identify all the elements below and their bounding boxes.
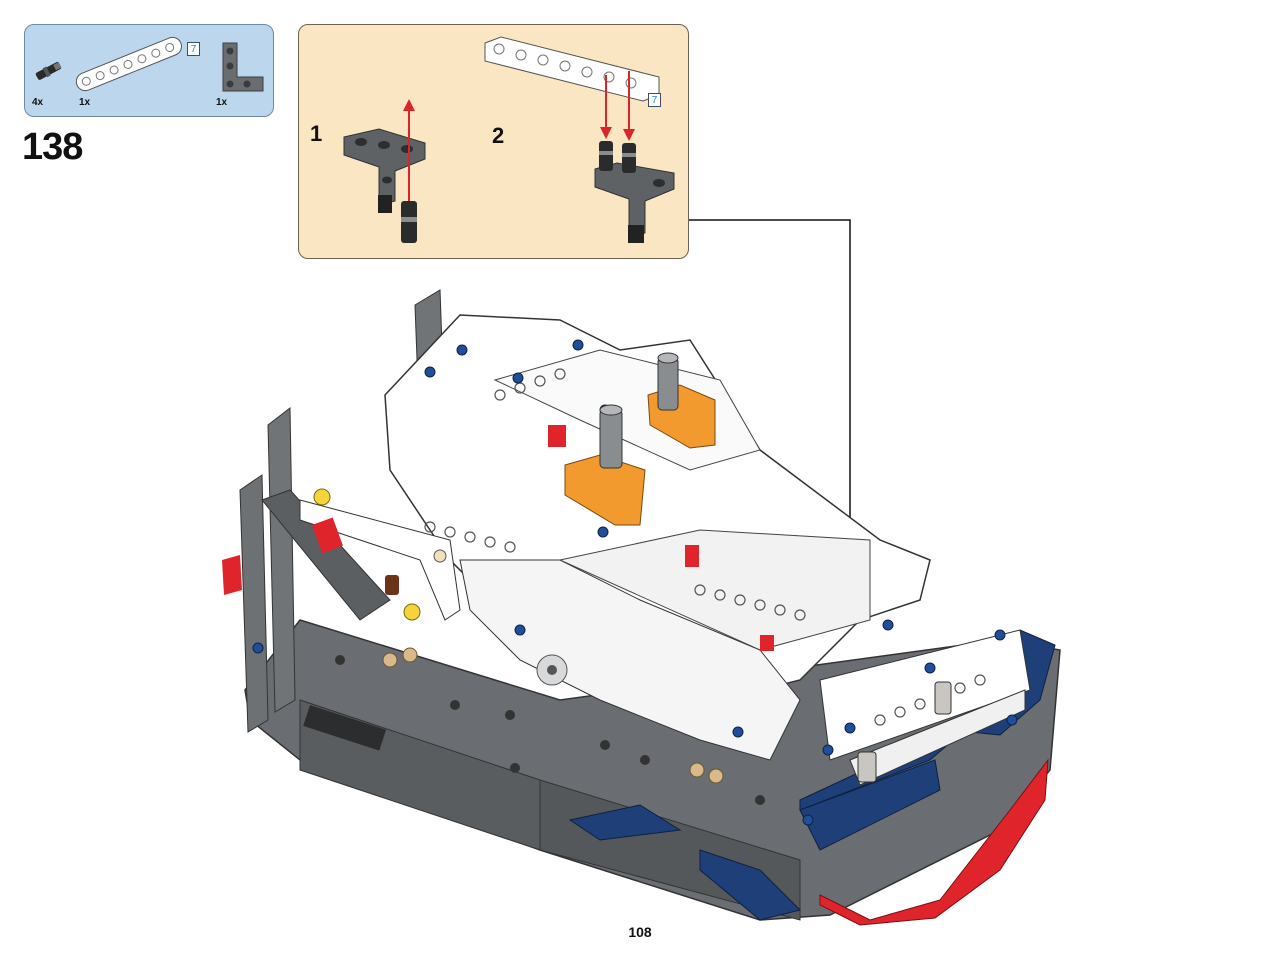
t-liftarm-grey-icon bbox=[222, 42, 264, 92]
front-bumper bbox=[222, 555, 1056, 926]
length-badge: 7 bbox=[648, 93, 661, 107]
part-qty-t-liftarm: 1x bbox=[216, 97, 228, 108]
orange-connectors bbox=[564, 352, 716, 526]
length-badge: 7 bbox=[187, 42, 200, 56]
callout-art bbox=[343, 36, 675, 243]
subassembly-callout: 1 2 7 bbox=[298, 24, 689, 259]
substep-1-art bbox=[343, 99, 426, 243]
gear-icon bbox=[536, 654, 568, 686]
tan-bushings bbox=[382, 647, 724, 784]
part-qty-liftarm: 1x bbox=[79, 97, 91, 108]
liftarm-7-white-icon bbox=[75, 36, 182, 92]
parts-list-art bbox=[35, 36, 264, 92]
blue-pins bbox=[252, 339, 1018, 826]
substep-number-2: 2 bbox=[492, 123, 505, 148]
step-number: 138 bbox=[22, 126, 83, 168]
front-axle-connectors bbox=[857, 681, 952, 783]
substep-number-1: 1 bbox=[310, 121, 323, 146]
red-yellow-details bbox=[312, 425, 774, 651]
parts-list-box: 4x 1x 1x 7 bbox=[24, 24, 274, 117]
part-qty-axle-pin: 4x bbox=[32, 97, 44, 108]
substep-2-art bbox=[484, 36, 675, 243]
white-body bbox=[299, 314, 1031, 786]
axle-pin-icon bbox=[35, 61, 62, 80]
page-number: 108 bbox=[628, 924, 652, 940]
